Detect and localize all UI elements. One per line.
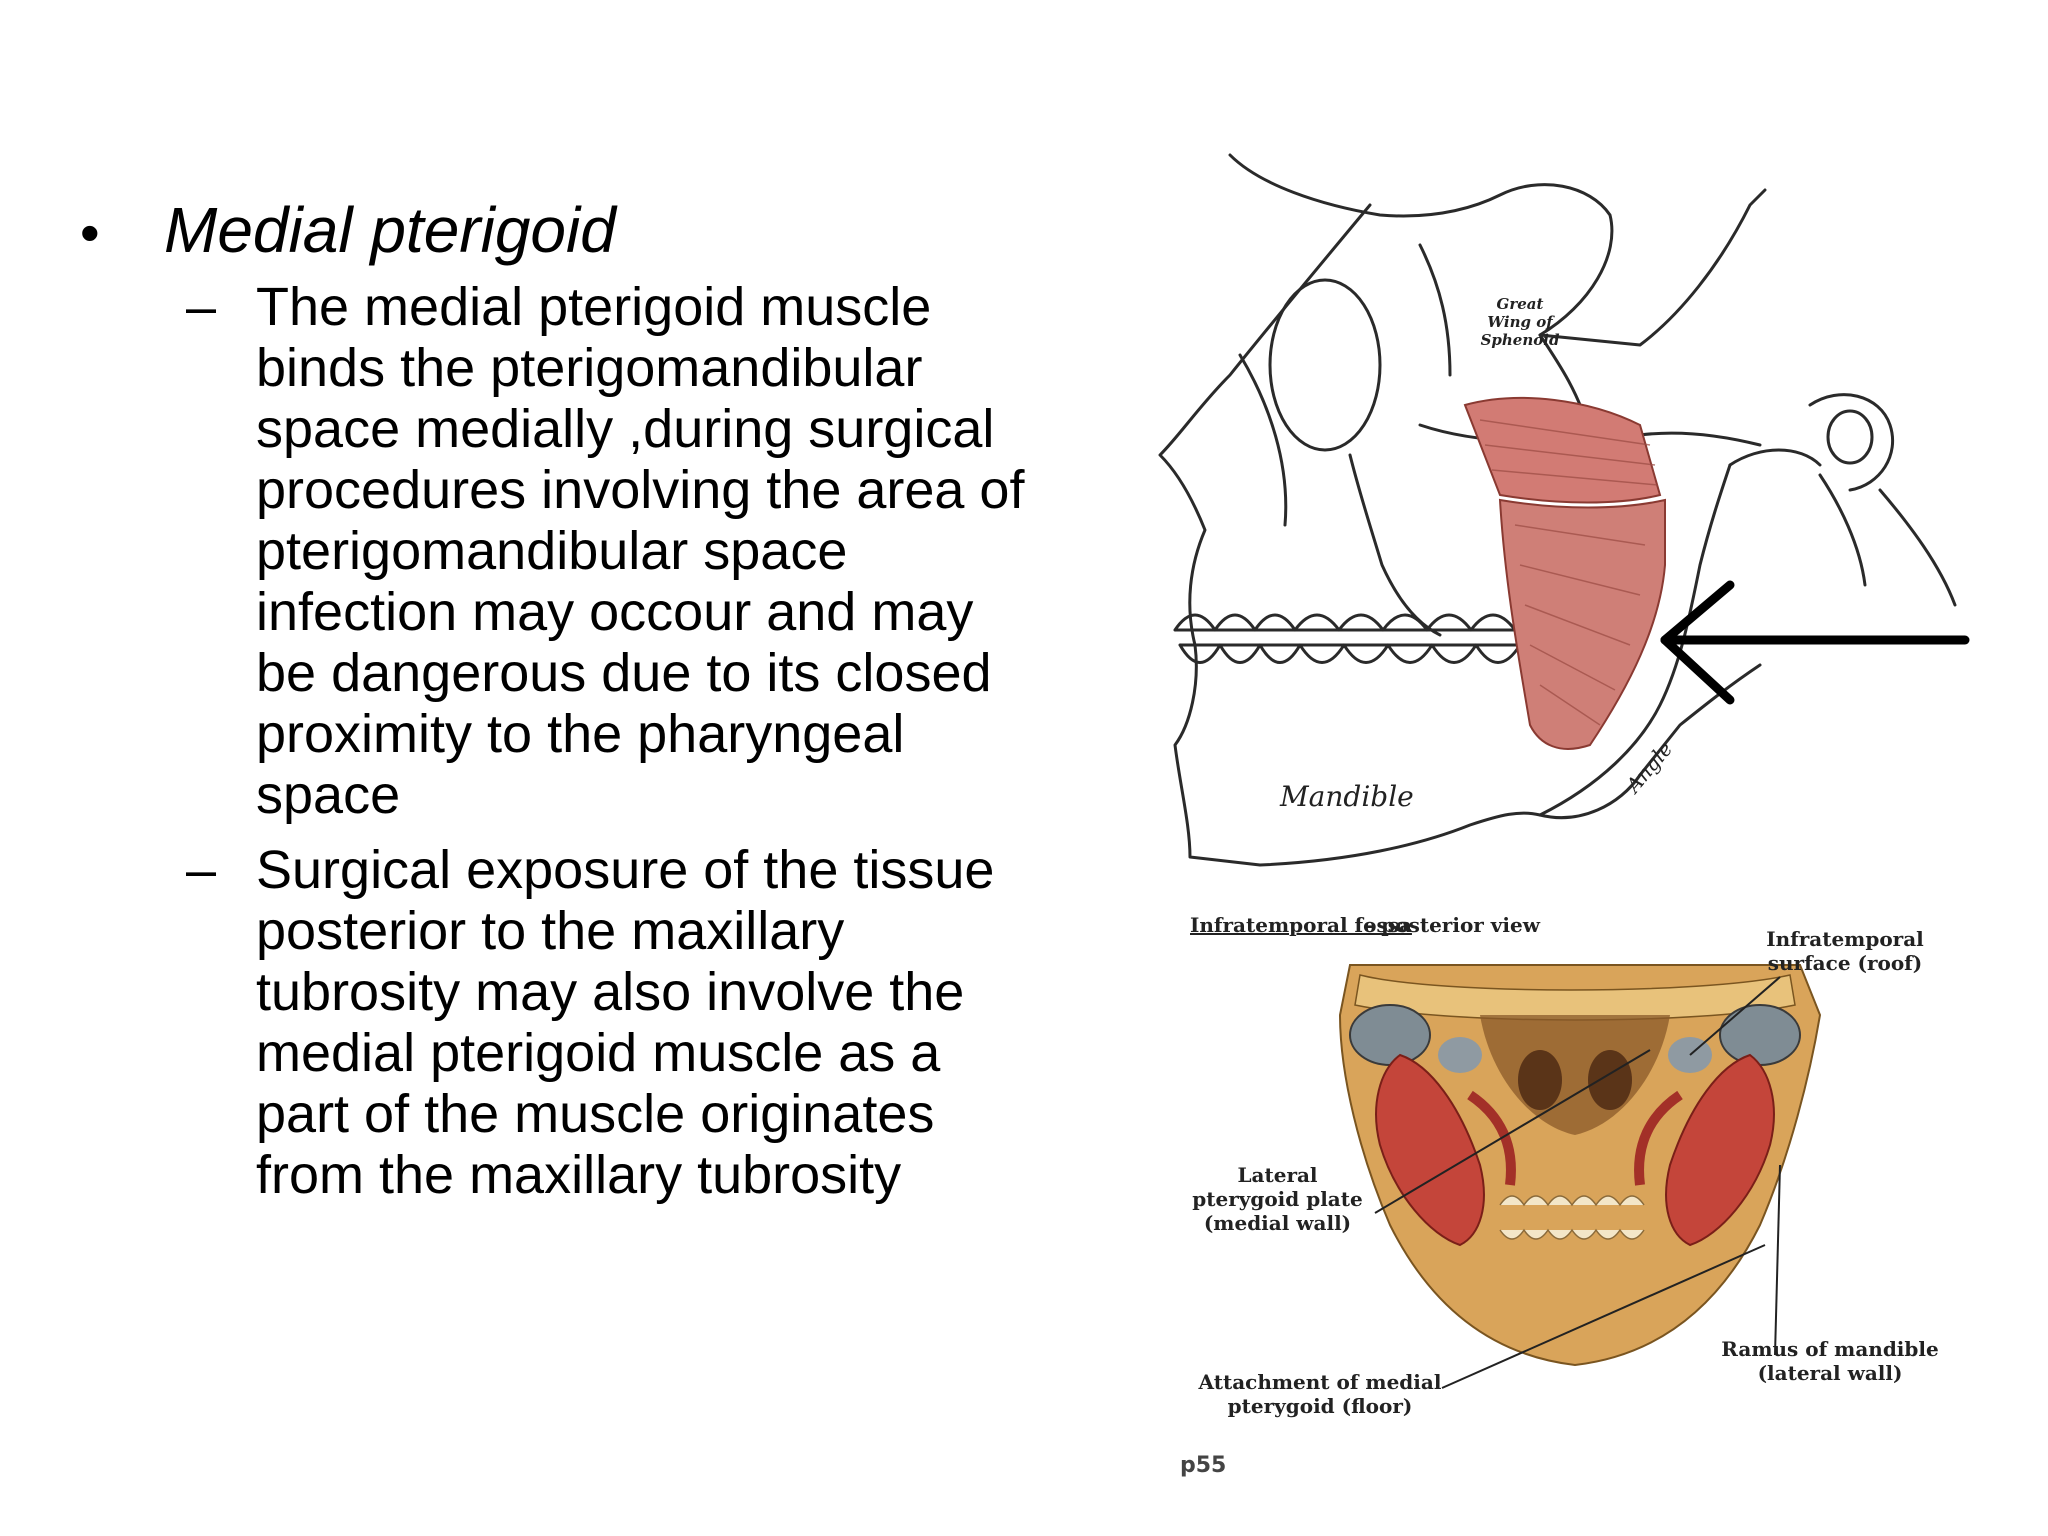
right-medial-pterygoid	[1665, 1053, 1775, 1247]
page-number: p55	[1180, 1453, 1227, 1478]
orbit	[1268, 278, 1382, 452]
dash-marker: –	[186, 840, 217, 900]
upper-teeth	[1173, 613, 1532, 632]
bullet-dot: •	[80, 201, 100, 264]
dash-marker: –	[186, 277, 217, 337]
infratemporal-surface-label: Infratemporal surface (roof)	[1766, 927, 1924, 975]
fossa-figure-title: Infratemporal fossa	[1190, 913, 1412, 937]
text-column: • Medial pterigoid – The medial pterigoi…	[80, 190, 1040, 1206]
subpoint-text-2: Surgical exposure of the tissue posterio…	[256, 840, 995, 1205]
subpoint-text-1: The medial pterigoid muscle binds the pt…	[256, 277, 1025, 825]
subpoint-1: – The medial pterigoid muscle binds the …	[186, 277, 1040, 826]
skull-outline	[1158, 153, 1767, 867]
ramus-label: Ramus of mandible (lateral wall)	[1721, 1337, 1939, 1385]
lateral-plate-label: Lateral pterygoid plate (medial wall)	[1192, 1163, 1363, 1235]
main-bullet: • Medial pterigoid	[80, 190, 1040, 273]
pterygoid-muscles	[1463, 397, 1666, 750]
lower-teeth	[1178, 643, 1537, 664]
attachment-label: Attachment of medial pterygoid (floor)	[1198, 1370, 1442, 1418]
bullet-title: Medial pterigoid	[164, 194, 616, 266]
pointer-arrow	[1660, 580, 1970, 705]
great-wing-label: Great Wing of Sphenoid	[1480, 295, 1560, 349]
mandible-label: Mandible	[1280, 780, 1414, 813]
fossa-figure-subtitle: - posterior view	[1366, 913, 1540, 937]
infratemporal-fossa-illustration: Infratemporal fossa - posterior view	[1180, 905, 1960, 1490]
left-medial-pterygoid	[1375, 1053, 1485, 1247]
skull-illustration: Great Wing of Sphenoid Mandible Angle	[1120, 145, 1970, 875]
subpoint-2: – Surgical exposure of the tissue poster…	[186, 840, 1040, 1206]
fossa-drawing	[1338, 964, 1822, 1389]
fossa-teeth	[1499, 1195, 1645, 1240]
skull-drawing	[1158, 153, 1970, 867]
